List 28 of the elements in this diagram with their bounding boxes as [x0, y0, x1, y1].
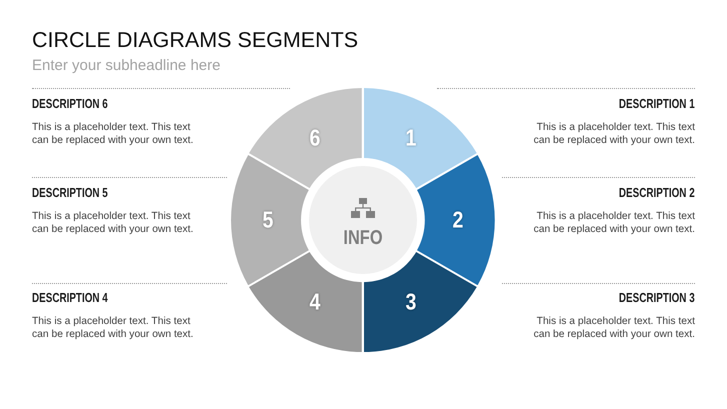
description-text: This is a placeholder text. This text can be replaced with your own text. [32, 210, 194, 236]
description-heading: DESCRIPTION 2 [619, 186, 695, 200]
description-text: This is a placeholder text. This text can be replaced with your own text. [532, 210, 695, 236]
ring-segment [364, 252, 477, 352]
description-heading: DESCRIPTION 3 [619, 291, 695, 305]
description-heading: DESCRIPTION 5 [32, 186, 108, 200]
description-heading: DESCRIPTION 1 [619, 97, 695, 111]
subheadline: Enter your subheadline here [32, 57, 220, 75]
ring-segment [364, 88, 477, 188]
segment-number: 1 [405, 126, 416, 150]
ring-segment [231, 154, 309, 286]
description-text: This is a placeholder text. This text can be replaced with your own text. [532, 315, 695, 341]
ring-segment [249, 88, 362, 188]
description-text: This is a placeholder text. This text can be replaced with your own text. [32, 121, 194, 147]
description-text: This is a placeholder text. This text can be replaced with your own text. [32, 315, 194, 341]
ring-segment [417, 154, 495, 286]
description-text: This is a placeholder text. This text can be replaced with your own text. [532, 121, 695, 147]
ring-segment [249, 252, 362, 352]
center-label: INFO [343, 228, 383, 248]
slide-title: CIRCLE DIAGRAMS SEGMENTS [32, 28, 358, 53]
segment-number: 6 [310, 126, 321, 150]
segment-number: 2 [452, 208, 464, 232]
segment-number: 3 [405, 290, 416, 314]
description-heading: DESCRIPTION 6 [32, 97, 108, 111]
center-circle [309, 166, 417, 274]
description-heading: DESCRIPTION 4 [32, 291, 108, 305]
segment-number: 4 [310, 290, 321, 314]
segment-number: 5 [262, 208, 274, 232]
